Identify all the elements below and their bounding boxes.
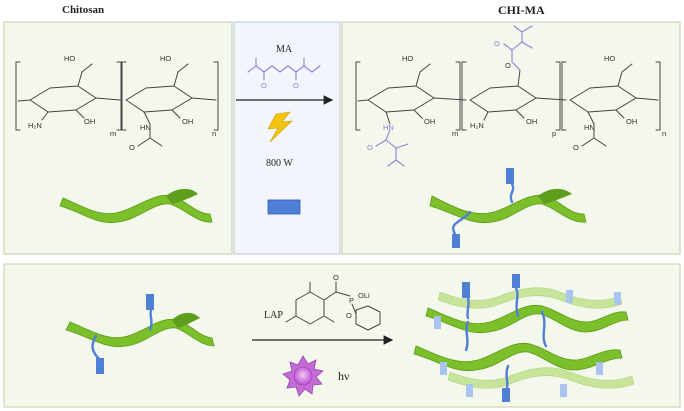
- chima-panel: [341, 21, 681, 255]
- chitosan-oh-2: OH: [182, 117, 193, 126]
- chitosan-title: Chitosan: [62, 4, 104, 16]
- chima-methacrylate-block-2: [506, 168, 514, 184]
- hydrogel-network: [413, 287, 635, 389]
- chima-m: m: [452, 129, 458, 138]
- ma-o-1: O: [261, 81, 267, 90]
- chima-hn-2: HN: [584, 123, 595, 132]
- lap-structure: [285, 281, 381, 331]
- chima-hn-1: HN: [383, 123, 394, 132]
- chima-title: CHI-MA: [498, 3, 545, 17]
- chima-o-3: O: [494, 39, 500, 48]
- lap-o: O: [333, 273, 339, 282]
- chitosan-ribbon: [59, 188, 213, 224]
- ma-label: MA: [276, 44, 293, 55]
- methacrylate-symbol: [267, 199, 301, 215]
- chima-ho-2: HO: [604, 54, 615, 63]
- chima-n: n: [662, 129, 666, 138]
- chima-o-1: O: [367, 143, 373, 152]
- bottom-left-ribbon: [65, 312, 215, 348]
- lap-o2: O: [346, 311, 352, 320]
- chitosan-m: m: [110, 129, 116, 138]
- chima-methacrylate-ester: [503, 25, 533, 71]
- chima-linker-2: [509, 182, 515, 204]
- reaction-panel: [233, 21, 341, 255]
- chima-ribbon: [429, 188, 587, 224]
- chima-methacrylamide: [375, 129, 409, 167]
- chima-oh-1: OH: [424, 117, 435, 126]
- light-label: hν: [338, 369, 350, 383]
- chima-structure: [355, 61, 661, 147]
- bottom-left-linker-2: [148, 306, 154, 332]
- chitosan-ho-1: HO: [64, 54, 75, 63]
- chitosan-o: O: [129, 143, 135, 152]
- ma-o-2: O: [293, 81, 299, 90]
- chitosan-structure: [15, 61, 219, 147]
- chima-o-4: O: [573, 143, 579, 152]
- chima-o-2: O: [505, 61, 511, 70]
- lap-p: P: [349, 296, 354, 305]
- chitosan-hn: HN: [140, 123, 151, 132]
- chima-ho-1: HO: [402, 54, 413, 63]
- methacrylic-anhydride-structure: [247, 57, 321, 81]
- lap-label: LAP: [264, 310, 283, 321]
- chitosan-nh2: H₂N: [28, 121, 42, 130]
- chitosan-ho-2: HO: [160, 54, 171, 63]
- light-source-icon: [282, 355, 324, 397]
- bottom-left-block-2: [146, 294, 154, 310]
- power-label: 800 W: [266, 158, 293, 169]
- chitosan-oh-1: OH: [84, 117, 95, 126]
- bottom-left-block-1: [96, 358, 104, 374]
- chima-oh-3: OH: [626, 117, 637, 126]
- hydrogel-crosslinks: [434, 274, 621, 402]
- lightning-bolt-icon: [267, 111, 293, 143]
- chima-p: p: [552, 129, 556, 138]
- lap-oli: OLi: [358, 291, 370, 300]
- chitosan-n: n: [212, 129, 216, 138]
- crosslinking-panel: [3, 263, 681, 408]
- chima-methacrylate-block-1: [452, 234, 460, 248]
- chima-oh-2: OH: [526, 117, 537, 126]
- chima-nh2: H₂N: [470, 121, 484, 130]
